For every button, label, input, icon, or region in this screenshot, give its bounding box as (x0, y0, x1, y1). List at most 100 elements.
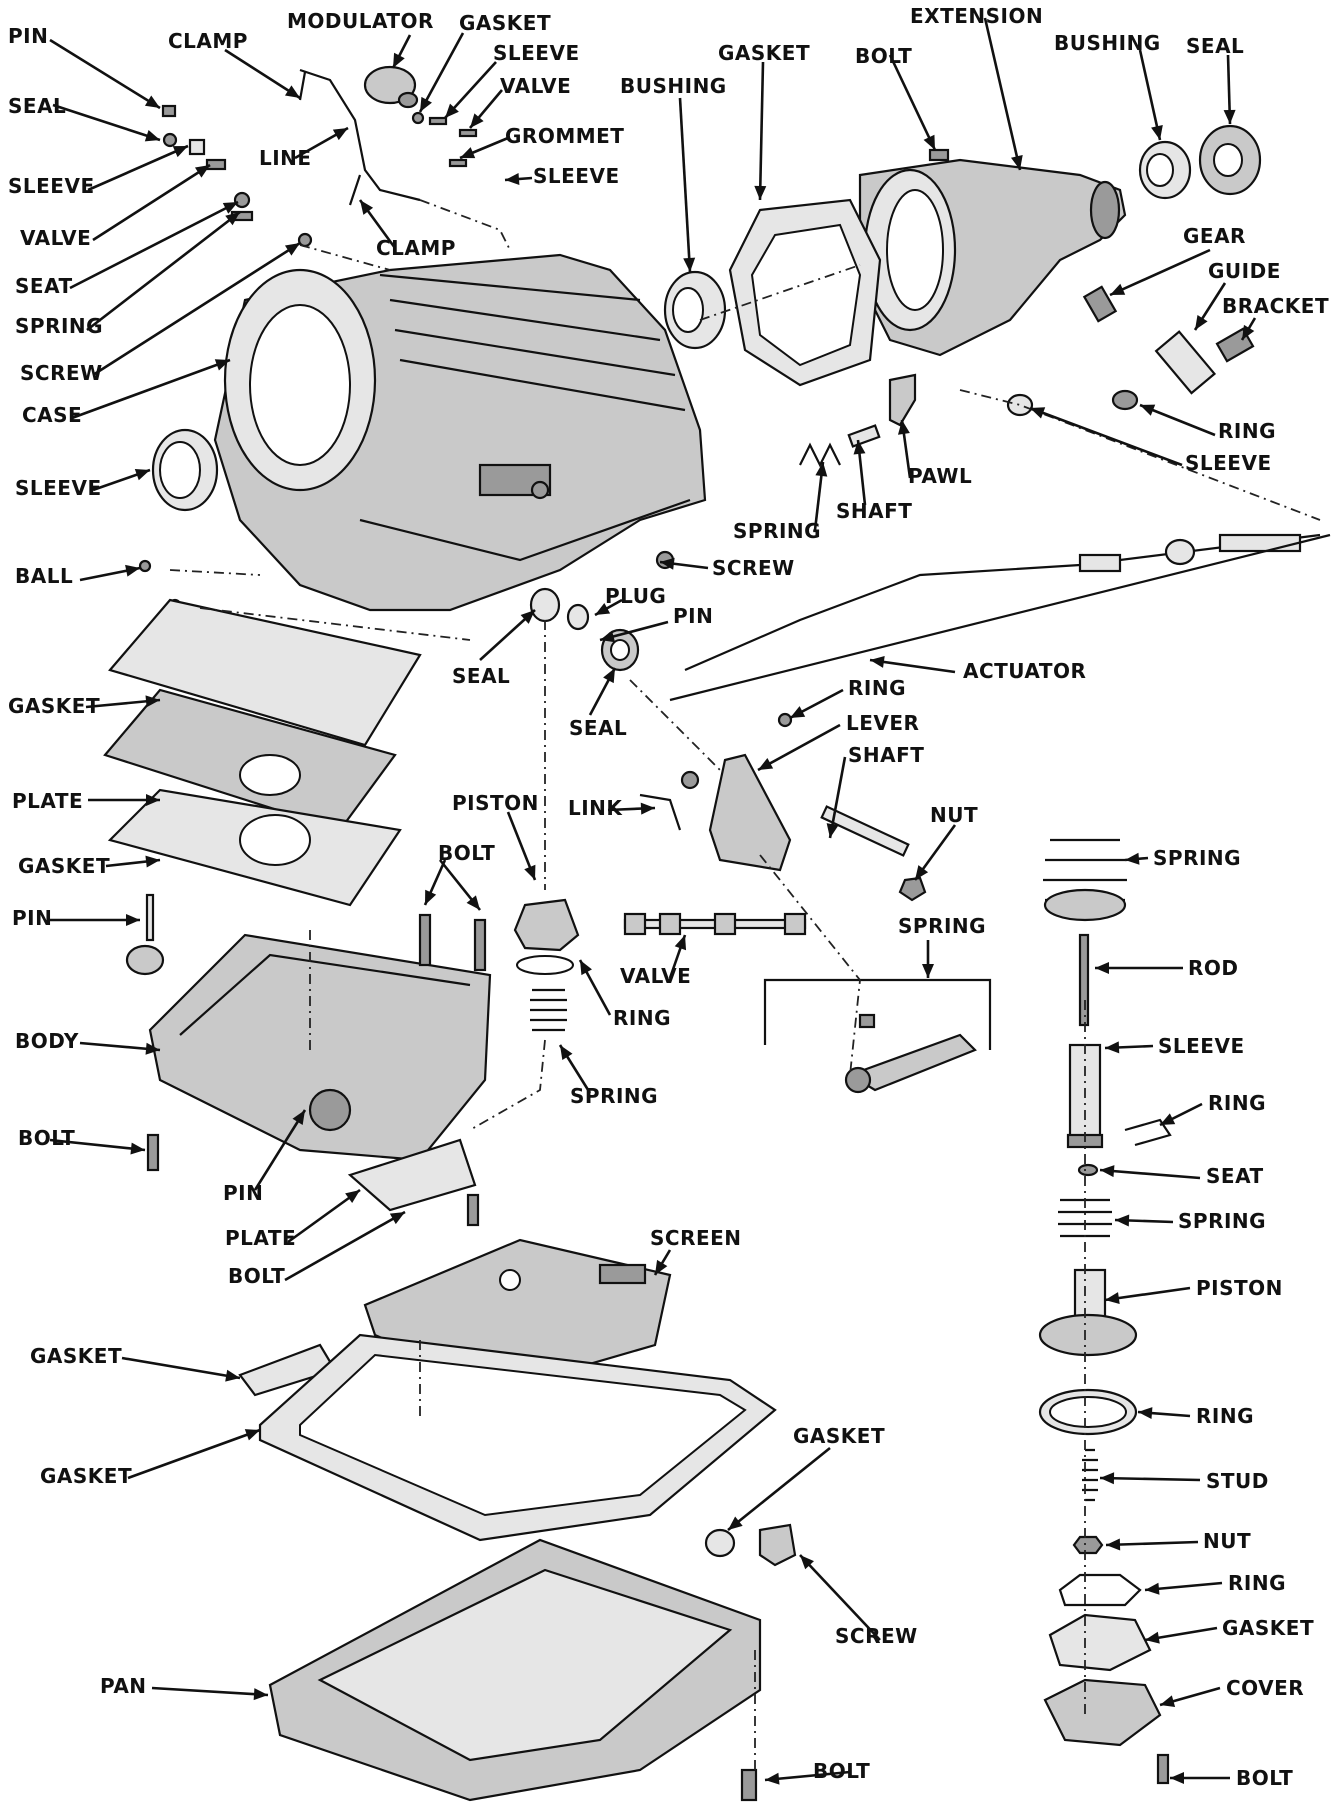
leader-arrow (151, 1686, 269, 1701)
leader-arrow (1029, 406, 1183, 467)
leader-arrow (438, 859, 482, 911)
leader-arrow (87, 144, 189, 192)
pawl-parts (799, 373, 917, 468)
label-ball: BALL (15, 564, 73, 588)
extension-gasket-part (728, 198, 882, 387)
leader-arrow (52, 103, 161, 142)
leader-arrow (69, 200, 239, 290)
leader-arrow (459, 136, 509, 160)
label-nut-r: NUT (1203, 1529, 1251, 1553)
label-body: BODY (15, 1029, 79, 1053)
servo-piston-mid (513, 898, 580, 1032)
leader-arrow (1124, 852, 1149, 865)
label-bolt-pan: BOLT (813, 1759, 870, 1783)
extension-housing-part (858, 158, 1127, 357)
leader-arrow (983, 17, 1023, 171)
label-ring-guide: RING (1218, 419, 1276, 443)
leader-arrow (789, 688, 844, 720)
label-ring-piston: RING (613, 1006, 671, 1030)
label-nut-lever: NUT (930, 803, 978, 827)
leader-arrow (826, 756, 847, 839)
label-seal-plug2: SEAL (569, 716, 627, 740)
label-pan: PAN (100, 1674, 147, 1698)
leader-arrow (1105, 1538, 1199, 1551)
label-plate-under: PLATE (225, 1226, 296, 1250)
leader-arrow (727, 1446, 831, 1532)
label-grommet: GROMMET (505, 124, 624, 148)
leader-arrow (358, 199, 397, 249)
leader-arrow (578, 959, 612, 1016)
leader-arrow (504, 172, 533, 185)
label-plug: PLUG (605, 584, 666, 608)
leader-arrow (1159, 1686, 1221, 1707)
ball-part-1 (138, 559, 152, 573)
label-screw-pan: SCREW (835, 1624, 918, 1648)
leader-arrow (1193, 282, 1227, 331)
label-sleeve-ext: SLEEVE (1185, 451, 1272, 475)
label-bolt-under: BOLT (228, 1264, 285, 1288)
leader-arrow (668, 934, 687, 979)
oil-pan-part (268, 1538, 762, 1802)
label-seat-r: SEAT (1206, 1164, 1264, 1188)
label-pin-body: PIN (12, 906, 52, 930)
label-bushing-mid: BUSHING (620, 74, 727, 98)
label-plate-vb: PLATE (12, 789, 83, 813)
leader-arrow (588, 667, 617, 716)
label-sleeve-case: SLEEVE (15, 476, 102, 500)
label-gasket-vb2: GASKET (18, 854, 110, 878)
leader-arrow (1144, 1626, 1218, 1644)
label-screw-case: SCREW (712, 556, 795, 580)
seal-right-part (1198, 124, 1262, 196)
label-case: CASE (22, 403, 82, 427)
label-piston-mid: PISTON (452, 791, 539, 815)
valve-body-gasket-upper (108, 598, 422, 747)
label-valve-left: VALVE (20, 226, 91, 250)
label-clamp-top: CLAMP (168, 29, 248, 53)
leader-arrow (92, 241, 301, 377)
label-screen: SCREEN (650, 1226, 742, 1250)
leader-arrow (121, 1356, 241, 1382)
leader-arrow (888, 54, 937, 151)
leader-arrow (1099, 1165, 1201, 1180)
label-pawl: PAWL (908, 464, 972, 488)
label-gasket-top: GASKET (459, 11, 551, 35)
label-actuator: ACTUATOR (963, 659, 1086, 683)
label-spring-pawl: SPRING (733, 519, 821, 543)
label-seal-plug1: SEAL (452, 664, 510, 688)
label-cover: COVER (1226, 1676, 1304, 1700)
leader-arrow (469, 89, 503, 129)
leader-arrows (49, 17, 1257, 1785)
label-bolt-body: BOLT (18, 1126, 75, 1150)
bushing-right-part (1138, 140, 1192, 200)
label-valve-mid: VALVE (620, 964, 691, 988)
leader-arrow (1104, 1286, 1191, 1304)
label-spring-r2: SPRING (1178, 1209, 1266, 1233)
label-shaft-lever: SHAFT (848, 743, 924, 767)
label-ring-r3: RING (1228, 1571, 1286, 1595)
leader-arrow (92, 163, 211, 242)
label-gasket-pan: GASKET (40, 1464, 132, 1488)
label-gasket-ext: GASKET (718, 41, 810, 65)
label-piston-r: PISTON (1196, 1276, 1283, 1300)
assembly-lines (169, 199, 1321, 1770)
label-gasket-screw: GASKET (793, 1424, 885, 1448)
leader-arrow (127, 1428, 261, 1480)
label-spring-left: SPRING (15, 314, 103, 338)
leader-arrow (1159, 1102, 1203, 1127)
callout-labels: PIN CLAMP MODULATOR GASKET SLEEVE VALVE … (8, 4, 1329, 1790)
leader-arrow (105, 855, 161, 868)
label-link: LINK (568, 796, 623, 820)
valve-body-part (148, 933, 492, 1162)
leader-arrow (79, 1041, 161, 1055)
label-clamp-line: CLAMP (376, 236, 456, 260)
leader-arrow (88, 794, 160, 806)
leader-arrow (418, 32, 465, 113)
leader-arrow (757, 723, 841, 772)
label-screw-left: SCREW (20, 361, 103, 385)
valve-body-plate (103, 688, 397, 832)
leader-arrow (506, 811, 537, 881)
parts (103, 65, 1331, 1802)
leader-arrow (1139, 403, 1216, 437)
label-rod: ROD (1188, 956, 1239, 980)
leader-arrow (479, 609, 536, 661)
